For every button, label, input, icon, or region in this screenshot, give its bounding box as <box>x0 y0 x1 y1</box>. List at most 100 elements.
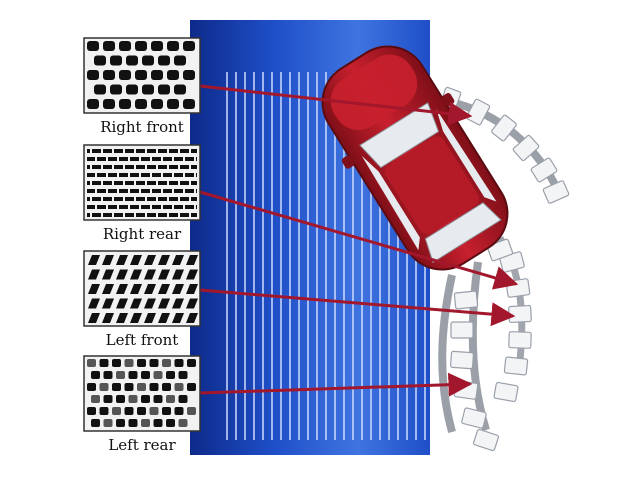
tread-gap <box>95 188 97 194</box>
label-left-front: Left front <box>105 331 179 349</box>
tread-block <box>137 383 146 391</box>
tread-gap <box>123 196 125 202</box>
tread-gap <box>95 204 97 210</box>
tread-block <box>149 383 159 391</box>
tread-gap <box>123 212 125 218</box>
tread-block <box>103 41 115 51</box>
label-right-rear: Right rear <box>102 225 182 243</box>
tire-print-block <box>472 428 500 452</box>
tire-tread-swatch-icon <box>83 37 201 114</box>
tread-gap <box>90 212 92 218</box>
road-stripe <box>271 72 273 440</box>
tread-gap <box>90 148 92 154</box>
tread-pattern-right-front <box>87 41 195 109</box>
tread-gap <box>128 156 130 162</box>
tread-gap <box>101 148 103 154</box>
tread-gap <box>145 196 147 202</box>
tread-block <box>103 371 113 379</box>
tread-rib <box>158 269 170 280</box>
tread-gap <box>123 164 125 170</box>
tire-print-block <box>508 304 532 324</box>
tread-rib <box>102 313 114 323</box>
tread-gap <box>117 204 119 210</box>
road-stripe <box>280 72 282 440</box>
tread-gap <box>134 196 136 202</box>
tread-gap <box>189 164 191 170</box>
tread-block <box>87 99 99 109</box>
tread-gap <box>128 188 130 194</box>
tread-block <box>183 99 195 109</box>
tread-block <box>166 395 175 403</box>
tread-block <box>124 359 134 367</box>
tread-block <box>158 55 170 66</box>
label-left-rear: Left rear <box>108 436 176 454</box>
tread-block <box>112 407 121 415</box>
tread-rib <box>130 269 142 280</box>
tread-line <box>87 157 197 161</box>
tread-block <box>166 419 175 427</box>
tread-block <box>87 383 96 391</box>
tread-block <box>153 371 163 379</box>
tread-rib <box>102 284 114 294</box>
tread-block <box>174 359 184 367</box>
tread-gap <box>172 172 174 178</box>
tread-block <box>153 419 163 427</box>
tread-gap <box>106 188 108 194</box>
tread-gap <box>183 188 185 194</box>
tread-block <box>142 84 154 95</box>
car-rear-window <box>424 202 502 264</box>
tread-gap <box>172 188 174 194</box>
tread-block <box>187 407 196 415</box>
tread-rib <box>186 284 198 294</box>
road-stripe <box>325 72 327 440</box>
tread-gap <box>156 212 158 218</box>
tread-block <box>94 55 106 66</box>
tread-line <box>87 189 197 193</box>
tread-gap <box>167 196 169 202</box>
tire-print-block <box>450 321 474 339</box>
tread-block <box>128 371 138 379</box>
road-stripe <box>352 72 354 440</box>
tread-gap <box>128 172 130 178</box>
tread-gap <box>112 196 114 202</box>
tire-print-block <box>453 290 479 310</box>
tire-print-block <box>493 381 519 403</box>
tread-gap <box>134 180 136 186</box>
road-stripe <box>397 72 399 440</box>
tread-block <box>174 55 186 66</box>
red-arrow-icon <box>199 190 519 290</box>
tread-block <box>167 41 179 51</box>
tread-block <box>135 99 147 109</box>
tread-block <box>103 395 113 403</box>
road-stripe <box>361 72 363 440</box>
tread-gap <box>123 180 125 186</box>
tread-gap <box>194 156 196 162</box>
tread-line <box>87 205 197 209</box>
tread-gap <box>183 204 185 210</box>
tread-rib <box>130 255 142 265</box>
road-stripe <box>334 72 336 440</box>
tread-gap <box>134 164 136 170</box>
tread-rib <box>116 269 128 280</box>
tread-block <box>126 55 138 66</box>
car-hood <box>330 54 418 130</box>
tread-block <box>149 407 159 415</box>
tread-block <box>135 41 147 51</box>
car-side-window-left <box>361 155 420 251</box>
tire-tread-swatch-icon <box>83 250 201 327</box>
tread-rib <box>158 284 170 294</box>
tread-rib <box>144 313 156 323</box>
tread-block <box>99 359 109 367</box>
tread-block <box>110 84 122 95</box>
tread-gap <box>178 196 180 202</box>
tread-block <box>124 407 134 415</box>
tread-gap <box>112 212 114 218</box>
tread-gap <box>134 148 136 154</box>
tread-gap <box>101 164 103 170</box>
tread-rib <box>116 255 128 265</box>
tread-rib <box>144 284 156 294</box>
tread-rib <box>172 284 184 294</box>
track-inner-right <box>468 261 490 432</box>
tread-gap <box>183 156 185 162</box>
